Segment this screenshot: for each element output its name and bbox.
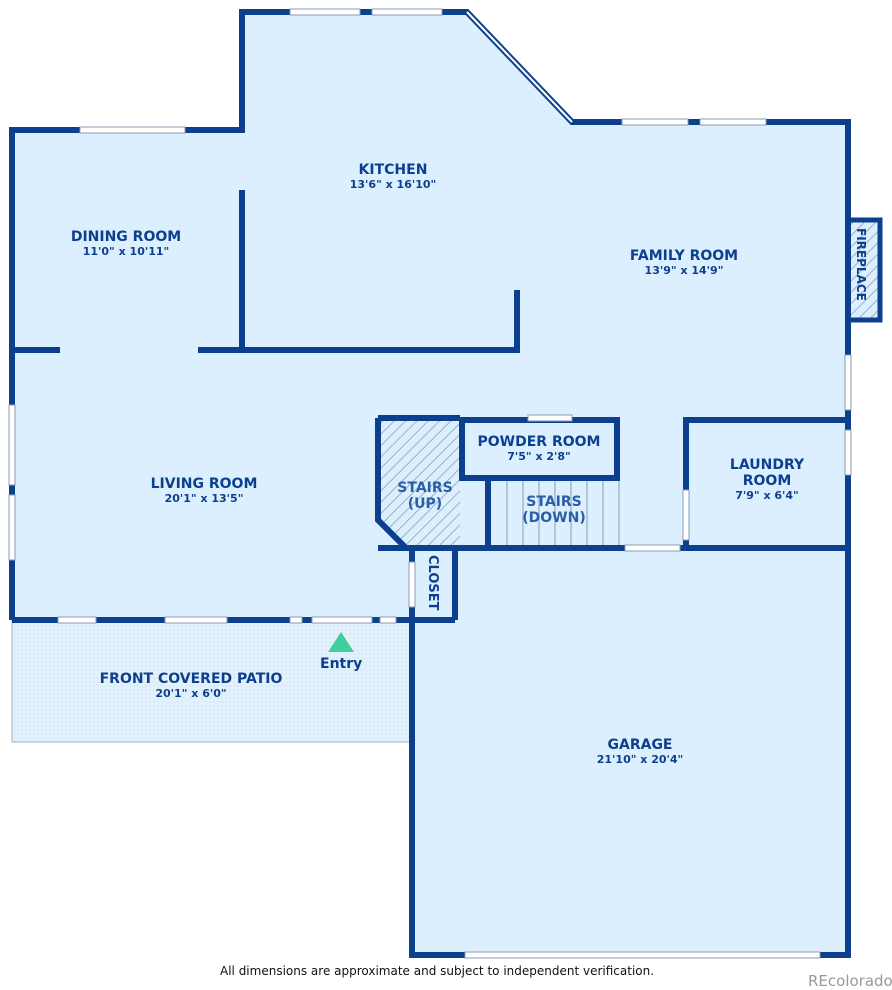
room-dims: 20'1" x 13'5" (164, 492, 244, 505)
room-name: KITCHEN (358, 162, 428, 178)
stairs-up-label: STAIRS(UP) (397, 480, 452, 512)
watermark: REcolorado (808, 972, 892, 990)
room-name: FAMILY ROOM (629, 248, 739, 264)
fireplace-label: FIREPLACE (854, 228, 868, 301)
windows (8, 8, 852, 959)
room-name: FRONT COVERED PATIO (99, 671, 283, 687)
label-line: STAIRS (526, 494, 582, 510)
room-name: POWDER ROOM (477, 434, 601, 450)
room-dims: 13'9" x 14'9" (644, 264, 724, 277)
label-line: (UP) (407, 496, 443, 512)
stairs-up (378, 418, 460, 548)
entry-arrow-icon (328, 632, 354, 652)
fireplace (845, 217, 883, 323)
room-name: DINING ROOM (70, 229, 182, 245)
room-dims: 21'10" x 20'4" (596, 753, 684, 766)
disclaimer: All dimensions are approximate and subje… (220, 964, 655, 978)
room-name: LAUNDRY (729, 457, 805, 473)
entry-label: Entry (320, 656, 363, 672)
room-dims: 7'9" x 6'4" (735, 489, 799, 502)
label-line: STAIRS (397, 480, 453, 496)
room-name: ROOM (742, 473, 792, 489)
room-dims: 7'5" x 2'8" (507, 450, 571, 463)
room-dims: 13'6" x 16'10" (349, 178, 437, 191)
main-floor (12, 12, 848, 620)
stairs-down-treads (506, 480, 620, 546)
stairs-down-label: STAIRS(DOWN) (522, 494, 585, 526)
room-name: GARAGE (607, 737, 673, 753)
room-name: LIVING ROOM (150, 476, 258, 492)
room-dims: 20'1" x 6'0" (155, 687, 227, 700)
label-line: (DOWN) (522, 510, 586, 526)
closet-label: CLOSET (425, 555, 440, 611)
diagonal-window (466, 11, 573, 123)
room-dims: 11'0" x 10'11" (82, 245, 170, 258)
garage-floor (412, 550, 848, 955)
